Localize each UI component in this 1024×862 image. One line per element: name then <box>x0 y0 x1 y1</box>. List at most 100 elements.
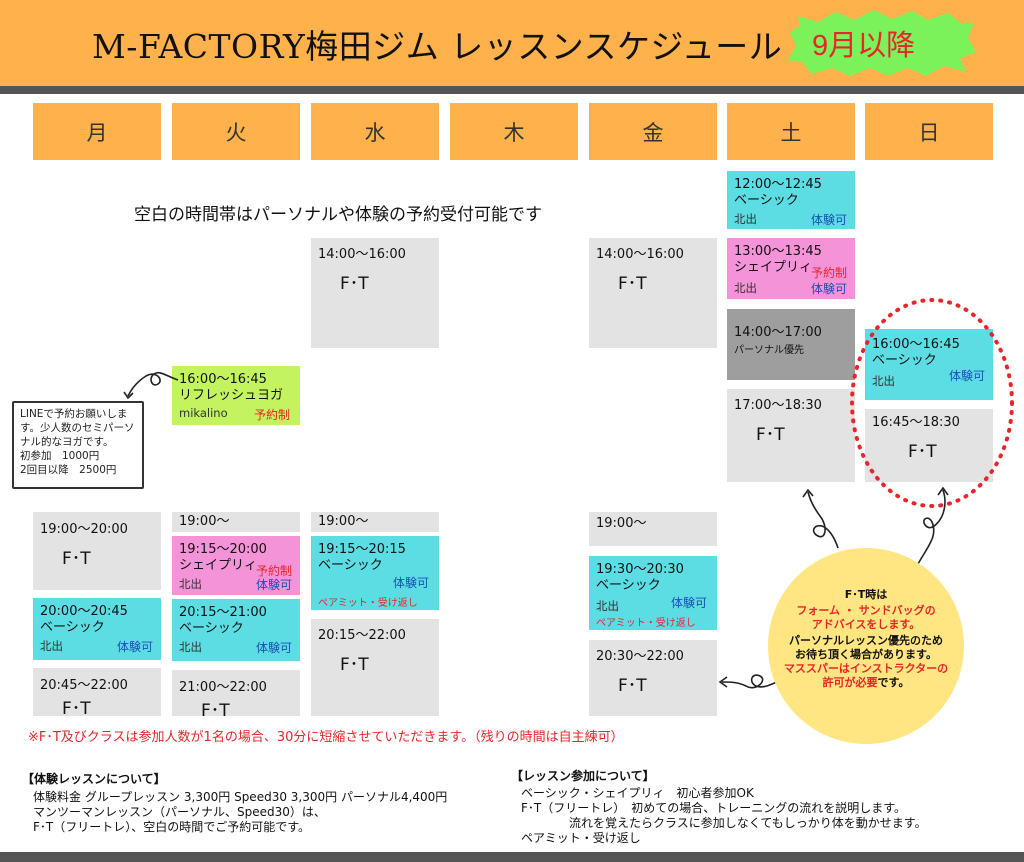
ft-note-line: パーソナルレッスン優先のため <box>789 634 943 647</box>
slot-name: F･T <box>62 549 91 569</box>
reservation-badge: 予約制 <box>254 408 291 422</box>
lesson-slot-tue-2015[interactable]: 20:15〜21:00 ベーシック 北出 体験可 <box>172 599 300 661</box>
day-header-tue: 火 <box>172 103 300 160</box>
slot-name: F･T <box>340 274 369 294</box>
slot-time: 16:00〜16:45 <box>872 337 960 352</box>
trial-ok-badge: 体験可 <box>811 282 848 296</box>
lesson-slot-fri-1900[interactable]: 19:00〜 <box>589 512 717 546</box>
highlight-circle <box>850 298 1014 508</box>
day-header-sun: 日 <box>865 103 993 160</box>
lesson-slot-sat-1400[interactable]: 14:00〜17:00 パーソナル優先 <box>727 309 855 380</box>
day-header-thu: 木 <box>450 103 578 160</box>
lesson-slot-mon-1900[interactable]: 19:00〜20:00 F･T <box>33 512 161 590</box>
duration-notice: ※F･T及びクラスは参加人数が1名の場合、30分に短縮させていただきます。（残り… <box>28 730 624 745</box>
lesson-slot-fri-2030[interactable]: 20:30〜22:00 F･T <box>589 640 717 716</box>
slot-name: ベーシック <box>40 620 105 635</box>
reservation-badge: 予約制 <box>811 266 848 280</box>
day-header-wed: 水 <box>311 103 439 160</box>
slot-instructor: 北出 <box>596 599 619 613</box>
day-header-mon: 月 <box>33 103 161 160</box>
lesson-slot-wed-1915[interactable]: 19:15〜20:15 ベーシック 体験可 ペアミット・受け返し <box>311 536 439 610</box>
ft-note-line: アドバイスをします。 <box>811 618 921 631</box>
trial-line: 体験料金 グループレッスン 3,300円 Speed30 3,300円 パーソナ… <box>33 790 448 804</box>
trial-ok-badge: 体験可 <box>811 213 848 227</box>
ft-note-line: お待ち頂く場合があります。 <box>795 648 937 661</box>
slot-name: ベーシック <box>318 558 383 573</box>
badge-text: 9月以降 <box>812 30 916 62</box>
curly-arrow-icon <box>917 486 949 565</box>
ft-note-line: F･T時は <box>844 588 888 601</box>
lesson-slot-wed-1900[interactable]: 19:00〜 <box>311 512 439 532</box>
slot-instructor: 北出 <box>734 281 757 295</box>
lesson-slot-sat-1700[interactable]: 17:00〜18:30 F･T <box>727 389 855 482</box>
page-title: M-FACTORY梅田ジム レッスンスケジュール <box>92 27 783 66</box>
slot-time: 19:30〜20:30 <box>596 562 684 577</box>
slot-name: リフレッシュヨガ <box>179 388 284 403</box>
ft-note-line: マススパーはインストラクターの <box>783 662 949 675</box>
slot-time: 19:00〜 <box>596 516 647 531</box>
curly-arrow-icon <box>123 371 179 400</box>
slot-time: 20:15〜21:00 <box>179 605 267 620</box>
ft-info-circle: F･T時は フォーム ・ サンドバッグの アドバイスをします。 パーソナルレッス… <box>768 548 964 744</box>
lesson-slot-sun-1600[interactable]: 16:00〜16:45 ベーシック 北出 体験可 <box>865 329 993 400</box>
slot-instructor: 北出 <box>179 577 202 591</box>
slot-time: 19:15〜20:00 <box>179 542 267 557</box>
ft-note-text: です。 <box>877 676 910 689</box>
lesson-slot-wed-2015[interactable]: 20:15〜22:00 F･T <box>311 619 439 716</box>
slot-name: F･T <box>62 699 91 719</box>
join-heading: 【レッスン参加について】 <box>511 769 655 783</box>
lesson-slot-tue-1600[interactable]: 16:00〜16:45 リフレッシュヨガ mikalino 予約制 <box>172 366 300 425</box>
slot-time: 12:00〜12:45 <box>734 177 822 192</box>
slot-time: 20:15〜22:00 <box>318 628 406 643</box>
trial-line: マンツーマンレッスン（パーソナル、Speed30）は、 <box>33 805 326 819</box>
lesson-slot-mon-2000[interactable]: 20:00〜20:45 ベーシック 北出 体験可 <box>33 598 161 660</box>
slot-instructor: 北出 <box>734 212 757 226</box>
slot-name: F･T <box>908 442 937 462</box>
trial-ok-badge: 体験可 <box>256 578 293 592</box>
note-line: 2回目以降 2500円 <box>20 464 117 476</box>
trial-ok-badge: 体験可 <box>393 576 430 590</box>
slot-time: 20:30〜22:00 <box>596 649 684 664</box>
slot-time: 19:00〜20:00 <box>40 522 128 537</box>
reservation-badge: 予約制 <box>256 564 293 578</box>
note-line: す。少人数のセミパーソ <box>20 422 135 434</box>
join-line: 流れを覚えたらクラスに参加しなくてもしっかり体を動かせます。 <box>521 816 927 830</box>
curly-arrow-icon <box>718 674 791 689</box>
trial-ok-badge: 体験可 <box>949 369 986 383</box>
slot-time: 19:00〜 <box>318 514 369 529</box>
lesson-slot-sat-1200[interactable]: 12:00〜12:45 ベーシック 北出 体験可 <box>727 171 855 229</box>
slot-name: F･T <box>618 676 647 696</box>
slot-instructor: 北出 <box>872 374 895 388</box>
line-reservation-note: LINEで予約お願いしま す。少人数のセミパーソ ナル的なヨガです。 初参加 1… <box>12 401 144 489</box>
slot-time: 14:00〜17:00 <box>734 325 822 340</box>
lesson-slot-tue-2100[interactable]: 21:00〜22:00 F･T <box>172 670 300 721</box>
join-line: ペアミット・受け返し <box>521 831 641 845</box>
lesson-slot-mon-2045[interactable]: 20:45〜22:00 F･T <box>33 668 161 719</box>
lesson-slot-fri-1400[interactable]: 14:00〜16:00 F･T <box>589 238 717 348</box>
day-header-fri: 金 <box>589 103 717 160</box>
lesson-slot-sun-1645[interactable]: 16:45〜18:30 F･T <box>865 409 993 482</box>
slot-name: ベーシック <box>872 353 937 368</box>
slot-time: 14:00〜16:00 <box>596 247 684 262</box>
slot-name: シェイプリィ <box>179 558 258 573</box>
lesson-slot-wed-1400[interactable]: 14:00〜16:00 F･T <box>311 238 439 348</box>
slot-name: ベーシック <box>179 621 244 636</box>
ft-note-text: 許可が必要 <box>822 676 878 689</box>
note-line: ナル的なヨガです。 <box>20 436 114 448</box>
slot-name: F･T <box>618 274 647 294</box>
lesson-slot-sat-1300[interactable]: 13:00〜13:45 シェイプリィ 予約制 北出 体験可 <box>727 238 855 299</box>
lesson-slot-tue-1915[interactable]: 19:15〜20:00 シェイプリィ 予約制 北出 体験可 <box>172 536 300 595</box>
badge-burst-shape <box>788 10 976 76</box>
slot-name: ベーシック <box>734 193 799 208</box>
lesson-slot-tue-1900[interactable]: 19:00〜 <box>172 512 300 532</box>
slot-name: F･T <box>340 655 369 675</box>
note-line: 初参加 1000円 <box>20 450 100 462</box>
trial-line: F･T（フリートレ）、空白の時間でご予約可能です。 <box>33 820 311 834</box>
slot-time: 19:15〜20:15 <box>318 542 406 557</box>
ft-note-line-wrap: 許可が必要です。 <box>768 676 964 690</box>
day-header-sat: 土 <box>727 103 855 160</box>
lesson-slot-fri-1930[interactable]: 19:30〜20:30 ベーシック 北出 体験可 ペアミット・受け返し <box>589 556 717 630</box>
slot-instructor: 北出 <box>40 639 63 653</box>
slot-time: 16:00〜16:45 <box>179 372 267 387</box>
trial-ok-badge: 体験可 <box>117 640 154 654</box>
